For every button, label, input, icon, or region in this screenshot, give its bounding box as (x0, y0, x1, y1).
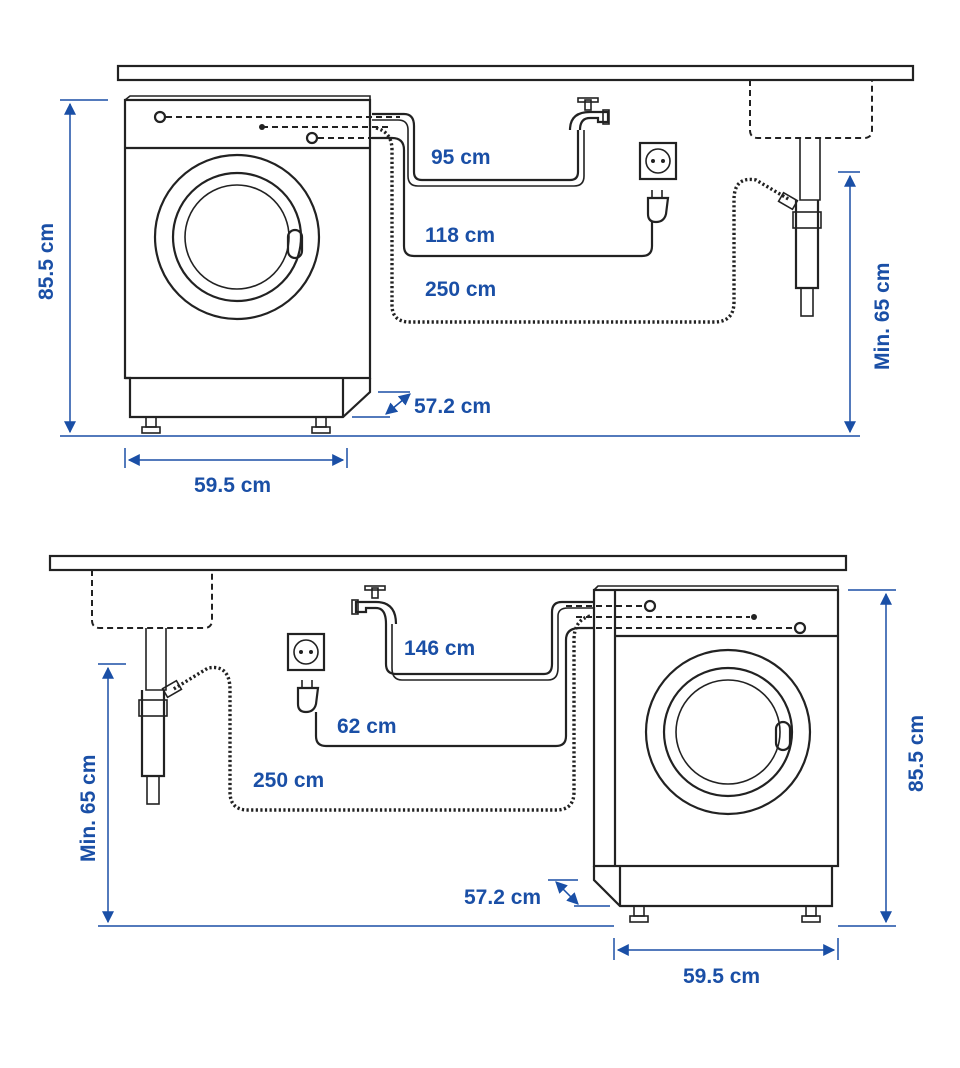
washing-machine-icon (123, 95, 400, 434)
top-drain-hose-length-label: 250 cm (425, 278, 496, 301)
power-socket-icon (638, 141, 678, 181)
bottom-tap-hose-length-label: 146 cm (404, 637, 475, 660)
dimension-lines-bottom (98, 589, 896, 960)
bottom-diagram: 146 cm 62 cm 250 cm 57.2 cm 59.5 cm Min.… (48, 554, 928, 988)
dimension-lines-top (60, 99, 860, 468)
drain-hose (375, 126, 791, 324)
drain-pipe-icon (777, 191, 822, 317)
countertop (116, 64, 915, 82)
top-depth-label: 57.2 cm (414, 395, 491, 418)
bottom-min-height-label: Min. 65 cm (77, 755, 100, 862)
power-cord (372, 136, 654, 258)
top-power-cord-length-label: 118 cm (425, 224, 495, 247)
tap-hose (372, 112, 580, 182)
drain-hose (171, 614, 591, 812)
sink-icon (91, 570, 213, 691)
power-plug-icon (646, 190, 670, 224)
tap-hose (384, 600, 594, 676)
top-diagram: 95 cm 118 cm 250 cm 57.2 cm 59.5 cm 85.5… (35, 64, 915, 497)
top-height-label: 85.5 cm (35, 223, 58, 300)
bottom-height-label: 85.5 cm (905, 715, 928, 792)
countertop (48, 554, 848, 572)
bottom-drain-hose-length-label: 250 cm (253, 769, 324, 792)
bottom-width-label: 59.5 cm (683, 965, 760, 988)
power-plug-icon (296, 680, 320, 714)
drain-pipe-icon (138, 679, 183, 805)
power-socket-icon (286, 632, 326, 672)
top-min-height-label: Min. 65 cm (871, 263, 894, 370)
water-tap-icon (568, 97, 610, 131)
water-tap-icon (351, 585, 398, 625)
washing-machine-icon (566, 585, 840, 923)
sink-icon (749, 80, 873, 201)
top-tap-hose-length-label: 95 cm (431, 146, 491, 169)
bottom-power-cord-length-label: 62 cm (337, 715, 397, 738)
top-width-label: 59.5 cm (194, 474, 271, 497)
bottom-depth-label: 57.2 cm (464, 886, 541, 909)
power-cord (314, 626, 594, 748)
